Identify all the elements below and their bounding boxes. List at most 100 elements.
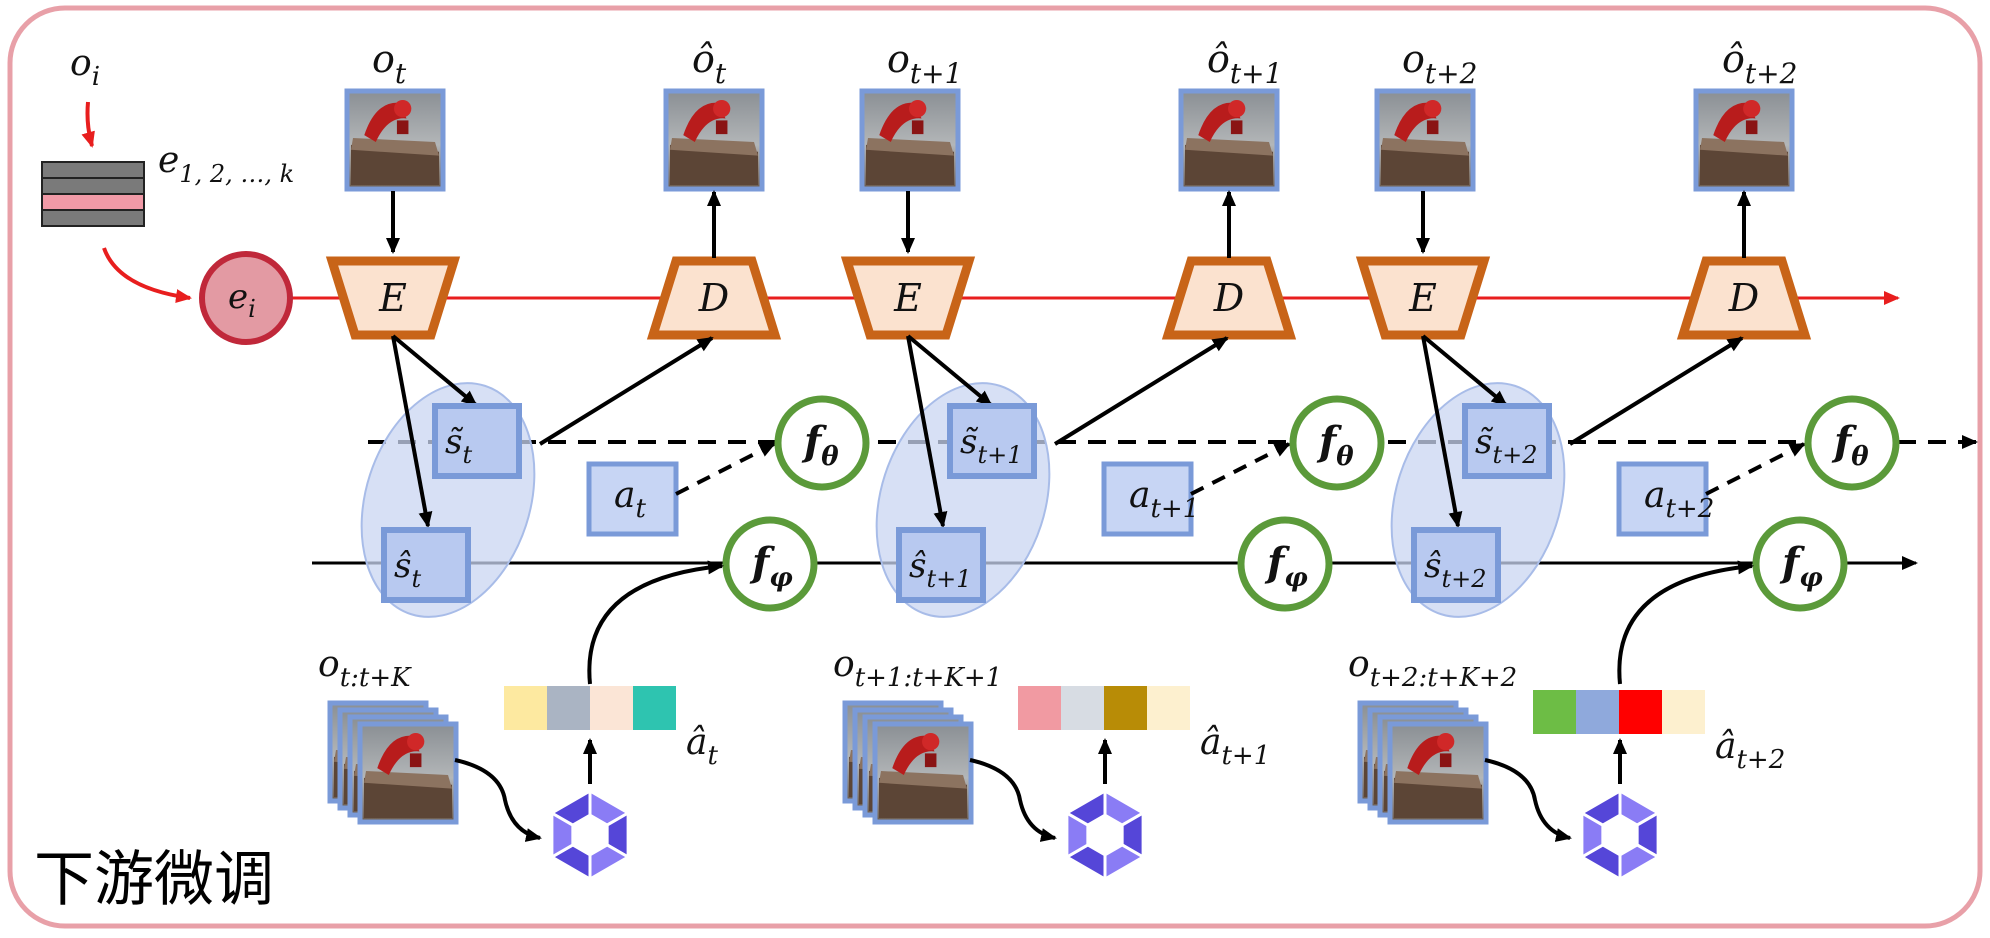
stilde-to-decoder-arrow <box>1053 336 1229 446</box>
window-to-model-arrow <box>454 758 542 842</box>
stilde-to-decoder-arrow <box>538 336 714 446</box>
decoder-block: D <box>1676 256 1812 340</box>
observation-label: ot+1 <box>887 37 962 90</box>
svg-text:e1, 2, …, k: e1, 2, …, k <box>158 140 294 188</box>
action-box <box>1101 461 1194 537</box>
token-to-posterior-arrow <box>587 560 724 685</box>
prior-state: s̃t+2 <box>1462 403 1552 479</box>
observation-image <box>859 88 961 192</box>
action-label: at+2 <box>1644 475 1714 524</box>
reconstruction-image <box>1693 88 1795 192</box>
action-to-prior-arrow <box>675 442 776 496</box>
action-token <box>590 686 633 730</box>
posterior-function-node: fφ <box>1752 516 1848 612</box>
embedding-block: oi e1, 2, …, k ei <box>41 43 294 345</box>
posterior-state-label: ŝt+2 <box>1424 546 1486 593</box>
bank-to-node-arrow <box>102 247 192 304</box>
action-token <box>1018 686 1061 730</box>
reconstruction-label: ôt+1 <box>1207 37 1282 90</box>
predicted-action-label: ât+2 <box>1715 726 1785 775</box>
reconstruction-image <box>663 88 765 192</box>
window-frame-3 <box>357 721 459 825</box>
action-token <box>1147 686 1190 730</box>
outer-frame <box>7 5 1983 929</box>
window-label: ot:t+K <box>318 644 412 693</box>
posterior-function-node-label: fφ <box>1264 539 1308 593</box>
window-frame-3 <box>1387 721 1489 825</box>
posterior-function-node: fφ <box>1237 516 1333 612</box>
posterior-state: ŝt+1 <box>896 527 986 603</box>
model-icon <box>1063 788 1147 882</box>
prior-state: s̃t+1 <box>947 403 1037 479</box>
observation-image <box>344 88 446 192</box>
action-box <box>1616 461 1709 537</box>
stilde-to-decoder-arrow <box>1568 336 1744 446</box>
encoder-to-stilde-arrow <box>391 334 478 407</box>
prior-function-node: fθ <box>1289 395 1385 491</box>
encoder-block: E <box>840 256 976 340</box>
action-to-prior-arrow <box>1705 442 1806 496</box>
action-token <box>633 686 676 730</box>
reconstruction-label: ôt+2 <box>1722 37 1797 90</box>
encoder-to-shat-arrow <box>391 335 433 528</box>
action-to-prior-arrow <box>1190 442 1291 496</box>
input-to-bank-arrow <box>81 101 95 148</box>
posterior-state: ŝt+2 <box>1411 527 1501 603</box>
reconstruction-image <box>1178 88 1280 192</box>
encoder-block: E <box>325 256 461 340</box>
decoder-label: D <box>1213 276 1244 320</box>
encoder-label: E <box>1408 276 1437 320</box>
action-token <box>1533 690 1576 734</box>
observation-label: ot+2 <box>1402 37 1477 90</box>
prior-state: s̃t <box>432 403 522 479</box>
posterior-function-node: fφ <box>722 516 818 612</box>
predicted-action-label: ât+1 <box>1200 722 1270 771</box>
window-label: ot+1:t+K+1 <box>833 644 1002 693</box>
action-token <box>1662 690 1705 734</box>
decoder-label: D <box>698 276 729 320</box>
time-step-1: ot+1E Dôt+1 s̃t+1 ŝt+1 at+1 fθ fφ ot+1:t+K+1 ât+… <box>833 37 1385 882</box>
action-token <box>1061 686 1104 730</box>
model-icon <box>1578 788 1662 882</box>
observation-image <box>1374 88 1476 192</box>
posterior-function-node-label: fφ <box>749 539 793 593</box>
prior-state-label: s̃t <box>445 422 472 469</box>
reconstruction-label: ôt <box>692 37 727 90</box>
prior-state-label: s̃t+1 <box>960 422 1022 469</box>
observation-label: ot <box>372 37 407 90</box>
posterior-state-label: ŝt+1 <box>909 546 971 593</box>
action-label: at <box>614 475 646 524</box>
encoder-label: E <box>893 276 922 320</box>
posterior-state-label: ŝt <box>394 546 421 593</box>
posterior-state: ŝt <box>381 527 471 603</box>
encoder-to-stilde-arrow <box>1421 334 1508 407</box>
window-to-model-arrow <box>1484 758 1572 842</box>
action-label: at+1 <box>1129 475 1199 524</box>
token-to-posterior-arrow <box>1617 560 1754 685</box>
action-token <box>1619 690 1662 734</box>
model-icon <box>548 788 632 882</box>
window-frame-3 <box>872 721 974 825</box>
decoder-label: D <box>1728 276 1759 320</box>
prior-state-label: s̃t+2 <box>1475 422 1537 469</box>
window-to-model-arrow <box>969 758 1057 842</box>
action-box <box>586 461 679 537</box>
prior-function-node: fθ <box>774 395 870 491</box>
encoder-block: E <box>1355 256 1491 340</box>
svg-text:oi: oi <box>70 43 100 92</box>
embedding-node <box>199 251 293 345</box>
encoder-label: E <box>378 276 407 320</box>
embedding-bank <box>41 161 145 227</box>
window-label: ot+2:t+K+2 <box>1348 644 1517 693</box>
time-step-2: ot+2E Dôt+2 s̃t+2 ŝt+2 at+2 fθ fφ ot+2:t+K+2 ât+… <box>1348 37 1900 882</box>
action-token <box>1104 686 1147 730</box>
caption: 下游微调 <box>34 845 274 915</box>
action-token <box>1576 690 1619 734</box>
decoder-block: D <box>646 256 782 340</box>
svg-text:ei: ei <box>228 277 256 323</box>
prior-function-node: fθ <box>1804 395 1900 491</box>
decoder-block: D <box>1161 256 1297 340</box>
encoder-to-stilde-arrow <box>906 334 993 407</box>
